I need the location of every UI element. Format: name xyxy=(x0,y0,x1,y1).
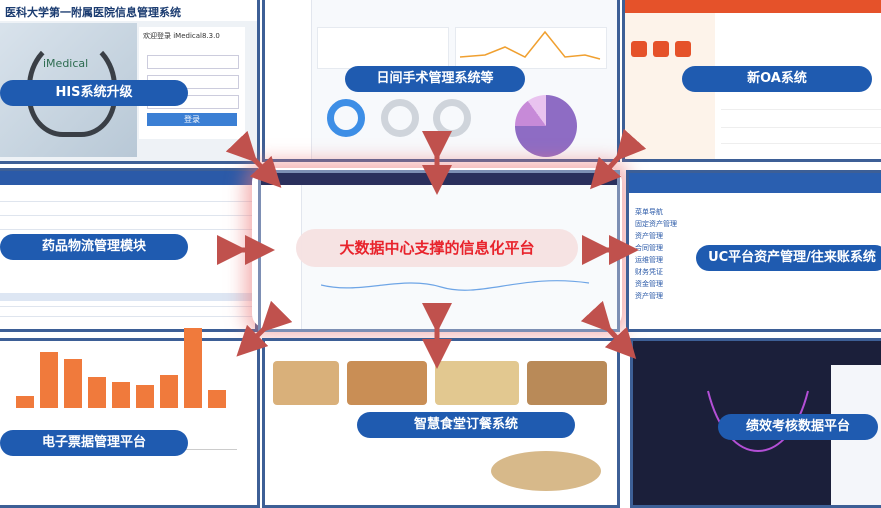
uc-topbar xyxy=(629,173,881,193)
dish-image-4 xyxy=(527,361,607,405)
label-oa: 新OA系统 xyxy=(682,66,872,92)
uc-menu-item[interactable]: 资产管理 xyxy=(635,292,663,300)
donut-chart-2 xyxy=(381,99,419,137)
donut-chart-1 xyxy=(327,99,365,137)
his-title: 医科大学第一附属医院信息管理系统 xyxy=(5,6,181,19)
uc-menu-item[interactable]: 运维管理 xyxy=(635,256,663,264)
label-drug: 药品物流管理模块 xyxy=(0,234,188,260)
surgery-chart-a xyxy=(317,27,449,69)
his-header xyxy=(0,0,257,21)
label-invoice: 电子票据管理平台 xyxy=(0,430,188,456)
label-uc: UC平台资产管理/往来账系统 xyxy=(696,245,881,271)
uc-menu-item[interactable]: 资金管理 xyxy=(635,280,663,288)
center-topbar xyxy=(261,173,617,185)
label-canteen: 智慧食堂订餐系统 xyxy=(357,412,575,438)
center-label: 大数据中心支撑的信息化平台 xyxy=(296,229,578,267)
center-line-chart xyxy=(321,280,590,291)
donut-chart-3 xyxy=(433,99,471,137)
surgery-chart-b xyxy=(455,27,607,69)
invoice-bar xyxy=(208,389,226,408)
label-perf: 绩效考核数据平台 xyxy=(718,414,878,440)
label-his: HIS系统升级 xyxy=(0,80,188,106)
oa-topbar xyxy=(625,0,881,13)
uc-menu-item[interactable]: 财务凭证 xyxy=(635,268,663,276)
invoice-bar xyxy=(16,395,34,408)
dish-image-3 xyxy=(435,361,519,405)
center-sidebar xyxy=(261,185,302,329)
invoice-bar xyxy=(184,328,202,408)
his-username-input[interactable] xyxy=(147,55,239,69)
his-brand: iMedical xyxy=(43,57,89,70)
dish-image-2 xyxy=(347,361,427,405)
uc-menu-item[interactable]: 固定资产管理 xyxy=(635,220,677,228)
oa-icon-2[interactable] xyxy=(653,41,669,57)
dish-image-1 xyxy=(273,361,339,405)
surgery-sidebar xyxy=(265,0,312,159)
panel-invoice xyxy=(0,338,260,508)
his-welcome: 欢迎登录 iMedical8.3.0 xyxy=(143,32,220,40)
uc-menu-item[interactable]: 资产管理 xyxy=(635,232,663,240)
dish-image-5 xyxy=(491,451,601,491)
uc-menu-item[interactable]: 菜单导航 xyxy=(635,208,663,216)
invoice-bar xyxy=(160,375,178,408)
surgery-line-chart xyxy=(459,30,601,60)
drug-toolbar xyxy=(0,171,255,185)
invoice-bar xyxy=(112,382,130,408)
oa-icon-3[interactable] xyxy=(675,41,691,57)
invoice-bar xyxy=(40,351,58,408)
oa-icon-1[interactable] xyxy=(631,41,647,57)
invoice-bar xyxy=(88,377,106,408)
invoice-bar xyxy=(136,385,154,408)
uc-menu-item[interactable]: 合同管理 xyxy=(635,244,663,252)
invoice-bar xyxy=(64,358,82,408)
his-login-button[interactable]: 登录 xyxy=(147,113,237,126)
label-surgery: 日间手术管理系统等 xyxy=(345,66,525,92)
panel-his: 医科大学第一附属医院信息管理系统 iMedical 欢迎登录 iMedical8… xyxy=(0,0,260,164)
drug-table-header xyxy=(0,293,255,301)
pie-chart xyxy=(515,95,577,157)
